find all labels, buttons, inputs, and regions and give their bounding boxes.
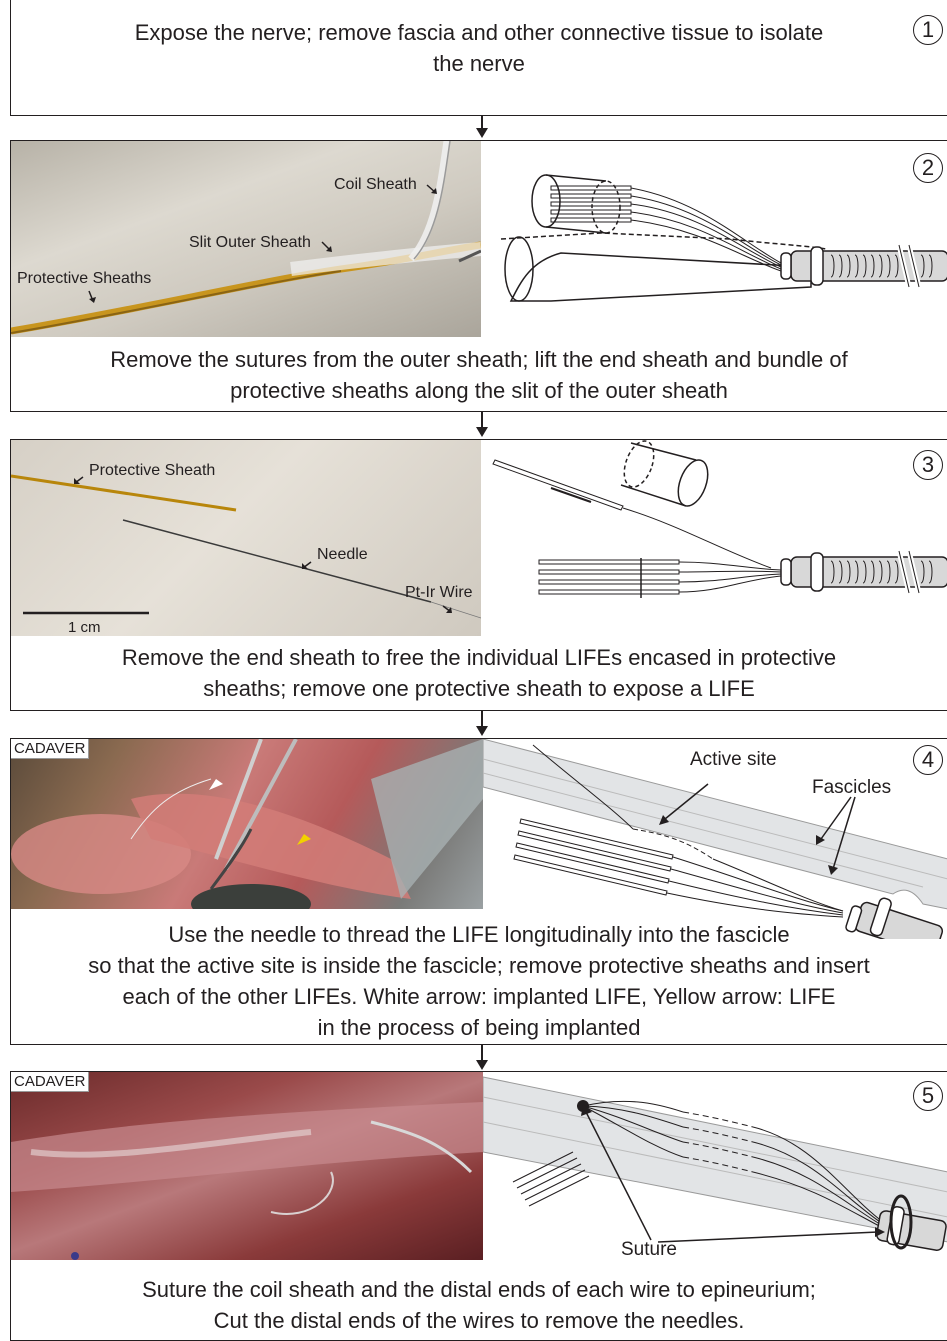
connector-3-4-arrowhead	[476, 726, 488, 736]
step-2-electrode-drawing	[481, 141, 947, 337]
step-3-drawing	[481, 440, 947, 636]
step-4-caption-line-4: in the process of being implanted	[11, 1012, 947, 1043]
step-4-photo: CADAVER	[11, 739, 483, 909]
step-5-drawing: Suture	[483, 1072, 947, 1272]
step-4-caption-line-1: Use the needle to thread the LIFE longit…	[11, 919, 947, 950]
step-4-caption-line-2: so that the active site is inside the fa…	[11, 950, 947, 981]
step-5-panel: CADAVER Suture	[10, 1071, 947, 1341]
step-4-caption-line-3: each of the other LIFEs. White arrow: im…	[11, 981, 947, 1012]
step-4-drawing: Active site Fascicles	[483, 739, 947, 939]
fascicles-label: Fascicles	[812, 777, 891, 799]
cadaver-tag: CADAVER	[11, 1072, 89, 1092]
step-4-photo-illustration	[11, 739, 483, 909]
step-2-caption-line-2: protective sheaths along the slit of the…	[11, 375, 947, 406]
connector-1-2-arrowhead	[476, 128, 488, 138]
step-4-number: 4	[913, 745, 943, 775]
step-5-number: 5	[913, 1081, 943, 1111]
step-3-caption-line-2: sheaths; remove one protective sheath to…	[11, 673, 947, 704]
suture-label: Suture	[621, 1239, 677, 1261]
step-3-caption-line-1: Remove the end sheath to free the indivi…	[11, 642, 947, 673]
step-1-panel: Expose the nerve; remove fascia and othe…	[10, 0, 947, 116]
cadaver-tag: CADAVER	[11, 739, 89, 759]
step-2-photo: Coil Sheath Slit Outer Sheath Protective…	[11, 141, 481, 337]
needle-label: Needle	[317, 546, 368, 564]
scale-bar-label: 1 cm	[68, 619, 101, 636]
step-4-panel: CADAVER Active site Fascicles Use the ne…	[10, 738, 947, 1045]
connector-4-5-arrowhead	[476, 1060, 488, 1070]
protective-sheath-label: Protective Sheath	[89, 462, 215, 480]
step-2-caption-line-1: Remove the sutures from the outer sheath…	[11, 344, 947, 375]
step-5-caption-line-1: Suture the coil sheath and the distal en…	[11, 1274, 947, 1305]
step-2-number: 2	[913, 153, 943, 183]
step-5-photo: CADAVER	[11, 1072, 483, 1260]
step-2-panel: Coil Sheath Slit Outer Sheath Protective…	[10, 140, 947, 412]
step-5-photo-illustration	[11, 1072, 483, 1260]
step-3-photo-illustration	[11, 440, 481, 636]
step-5-caption-line-2: Cut the distal ends of the wires to remo…	[11, 1305, 947, 1336]
step-3-number: 3	[913, 450, 943, 480]
step-3-electrode-drawing	[481, 440, 947, 636]
step-1-number: 1	[913, 15, 943, 45]
step-2-drawing	[481, 141, 947, 337]
step-3-photo: Protective Sheath Needle Pt-Ir Wire 1 cm	[11, 440, 481, 636]
step-3-panel: Protective Sheath Needle Pt-Ir Wire 1 cm	[10, 439, 947, 711]
connector-2-3-arrowhead	[476, 427, 488, 437]
pt-ir-wire-label: Pt-Ir Wire	[405, 584, 473, 602]
step-2-photo-arrows	[11, 141, 481, 337]
step-1-caption-line-1: Expose the nerve; remove fascia and othe…	[11, 17, 947, 48]
step-1-caption-line-2: the nerve	[11, 48, 947, 79]
step-5-nerve-drawing	[483, 1072, 947, 1272]
active-site-label: Active site	[690, 749, 777, 771]
